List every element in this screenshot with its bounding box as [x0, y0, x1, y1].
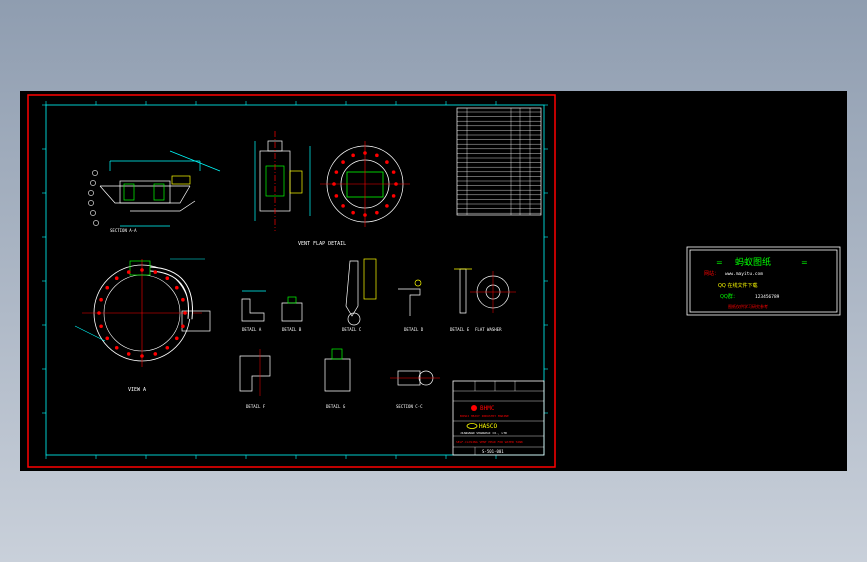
bolt-hole	[174, 336, 179, 341]
drawing-number: S-501-001	[482, 449, 504, 454]
label-main-view: VIEW A	[128, 387, 146, 393]
bolt-hole	[375, 210, 379, 215]
bolt-hole	[385, 204, 389, 208]
stamp-line2: QQ 在线文件下载	[718, 282, 757, 289]
bolt-hole	[375, 153, 379, 158]
bolt-hole	[181, 297, 185, 302]
item-bubble	[93, 220, 99, 226]
bolt-hole	[332, 182, 336, 186]
flange-plate	[320, 141, 410, 227]
bolt-hole	[181, 324, 185, 329]
bolt-hole	[97, 311, 101, 315]
bolt-hole	[351, 210, 355, 215]
bolt-hole	[153, 352, 158, 356]
company1-name: BOHAI HEAVY INDUSTRY MARINE	[460, 414, 509, 418]
item-bubble	[92, 170, 98, 176]
label-detail-e: DETAIL E	[450, 327, 470, 332]
parts-list-table	[456, 107, 542, 216]
bolt-hole	[391, 170, 396, 174]
bolt-hole	[165, 345, 170, 350]
bolt-hole	[153, 270, 158, 274]
label-section-c-c: SECTION C-C	[396, 404, 423, 409]
bolt-hole	[363, 213, 367, 217]
hasco-logo-icon	[466, 423, 478, 429]
bolt-hole	[334, 170, 339, 174]
bolt-hole	[126, 352, 131, 356]
stamp-title: 蚂蚁图纸	[735, 256, 771, 268]
svg-text:=: =	[716, 258, 723, 267]
stamp-line1-value: www.mayitu.com	[725, 271, 763, 277]
label-side-view: SECTION A-A	[110, 228, 137, 233]
bhmc-logo-icon	[471, 405, 477, 411]
cad-viewport[interactable]: VENT FLAP DETAIL VIEW A SECTION A-A DETA…	[20, 91, 847, 471]
bolt-hole	[363, 151, 367, 155]
bolt-hole	[183, 311, 187, 315]
label-detail-f: DETAIL F	[246, 404, 266, 409]
company1-logo: BHMC	[480, 405, 495, 412]
bolt-hole	[126, 270, 131, 274]
frame-ticks	[42, 101, 548, 459]
label-detail-b: DETAIL B	[282, 327, 302, 332]
item-bubble	[90, 180, 96, 186]
stamp-line3-value: 123456789	[755, 294, 780, 300]
bolt-hole	[99, 324, 103, 329]
bolt-hole	[385, 160, 389, 164]
drawing-title: SELF-CLOSING VENT HEAD FOR WATER TANK	[456, 440, 523, 444]
label-flat-washer: FLAT WASHER	[475, 327, 502, 332]
sheet-border-red	[27, 94, 556, 468]
bolt-hole	[334, 194, 339, 198]
view-labels: VENT FLAP DETAIL VIEW A SECTION A-A DETA…	[110, 228, 502, 409]
item-bubble	[88, 190, 94, 196]
bolt-hole	[99, 297, 103, 302]
label-flange-plate: VENT FLAP DETAIL	[298, 241, 346, 247]
title-block: BHMC BOHAI HEAVY INDUSTRY MARINE HASCO J…	[452, 380, 545, 456]
stamp-line3-label: QQ群：	[720, 293, 738, 300]
label-detail-g: DETAIL G	[326, 404, 346, 409]
bolt-hole	[174, 285, 179, 290]
bolt-hole	[140, 354, 144, 358]
label-detail-d: DETAIL D	[404, 327, 424, 332]
bolt-hole	[351, 153, 355, 158]
bolt-hole	[391, 194, 396, 198]
bolt-hole	[341, 160, 345, 164]
section-a-a	[254, 131, 311, 231]
bolt-hole	[140, 268, 144, 272]
item-bubble	[88, 200, 94, 206]
sheet-border-inner	[45, 104, 545, 456]
bolt-hole	[105, 336, 110, 341]
stamp-line4: 图纸仅供学习研究参考	[728, 303, 768, 309]
label-detail-a: DETAIL A	[242, 327, 262, 332]
watermark-stamp: = = 蚂蚁图纸 网站： www.mayitu.com QQ 在线文件下载 QQ…	[686, 246, 841, 316]
bolt-hole	[114, 345, 119, 350]
bolt-hole	[341, 204, 345, 208]
side-view-section	[99, 150, 221, 227]
drawing-canvas: VENT FLAP DETAIL VIEW A SECTION A-A DETA…	[27, 94, 841, 468]
svg-text:=: =	[801, 258, 808, 267]
bolt-hole	[114, 276, 119, 281]
stamp-line1-label: 网站：	[704, 270, 719, 277]
detail-parts	[239, 258, 516, 396]
main-view	[74, 258, 211, 367]
label-detail-c: DETAIL C	[342, 327, 362, 332]
bolt-hole	[105, 285, 110, 290]
company2-logo: HASCO	[479, 423, 497, 430]
company2-name: JIANGNAN SHANGHAI CO., LTD	[460, 431, 507, 435]
bolt-hole	[394, 182, 398, 186]
bolt-hole	[165, 276, 170, 281]
item-bubble	[90, 210, 96, 216]
